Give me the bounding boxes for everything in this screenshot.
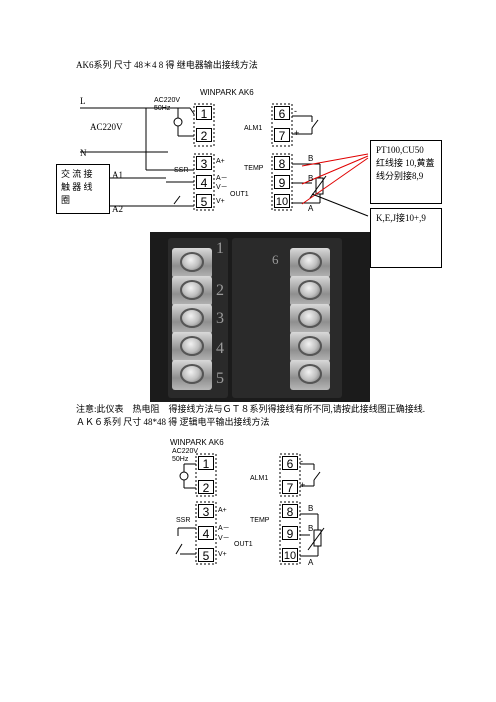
terminal-6: 6 — [274, 106, 290, 121]
screw-icon — [298, 336, 322, 356]
terminal-3: 3 — [198, 504, 214, 519]
terminal-2: 2 — [196, 128, 212, 143]
photo-number-4: 4 — [216, 340, 224, 357]
a-minus-label-2: A－ — [218, 525, 230, 532]
a-plus-label-2: A+ — [218, 507, 227, 514]
screw-icon — [298, 364, 322, 384]
brand-label-2: WINPARK AK6 — [170, 438, 224, 447]
terminal-5: 5 — [196, 194, 212, 209]
terminal-9: 9 — [282, 526, 298, 541]
a-plus-label: A+ — [216, 158, 225, 165]
contactor-coil-box: 交 流 接 触 器 线 圈 — [56, 164, 110, 214]
alm1-label-2: ALM1 — [250, 475, 269, 482]
line-l-label: L — [80, 96, 86, 106]
terminal-7: 7 — [282, 480, 298, 495]
v-minus-label: V－ — [216, 184, 228, 191]
v-minus-label-2: V－ — [218, 535, 230, 542]
a-label-2: A — [308, 558, 314, 567]
screw-icon — [180, 308, 204, 328]
terminal-10: 10 — [282, 548, 298, 562]
alm-plus: + — [294, 128, 300, 138]
b2-label-2: B — [308, 524, 314, 533]
out1-label-2: OUT1 — [234, 541, 253, 548]
photo-number-2: 2 — [216, 282, 224, 299]
terminal-9: 9 — [274, 175, 290, 190]
b2-label: B — [308, 174, 314, 183]
ssr-label-2: SSR — [176, 517, 191, 524]
alm-minus: - — [294, 106, 297, 116]
heading-relay-wiring: AK6系列 尺寸 48＊4 8 得 继电器输出接线方法 — [76, 60, 258, 70]
photo-number-6: 6 — [272, 252, 279, 267]
a1-label: A1 — [112, 170, 123, 180]
terminal-4: 4 — [198, 526, 214, 541]
line-n-label: N — [80, 148, 87, 158]
terminal-1: 1 — [198, 456, 214, 471]
terminal-3: 3 — [196, 156, 212, 171]
terminal-5: 5 — [198, 548, 214, 563]
alm1-label: ALM1 — [244, 125, 263, 132]
heading-logic-wiring: ＡＫ６系列 尺寸 48*48 得 逻辑电平输出接线方法 — [76, 417, 270, 427]
brand-label: WINPARK AK6 — [200, 88, 254, 97]
a-minus-label: A－ — [216, 175, 228, 182]
temp-label-2: TEMP — [250, 517, 270, 524]
relay-wiring-diagram: WINPARK AK6 AC220V 50Hz L AC220V N 交 流 接… — [50, 86, 390, 232]
wiring-note: 注意:此仪表 热电阻 得接线方法与ＧＴ８系列得接线有所不同,请按此接线图正确接线… — [76, 404, 426, 414]
terminal-8: 8 — [282, 504, 298, 519]
supply-label-2: AC220V 50Hz — [172, 448, 199, 463]
alm-minus-2: - — [300, 456, 303, 466]
photo-number-1: 1 — [216, 240, 224, 257]
relay-wiring-lines — [80, 103, 369, 217]
b1-label: B — [308, 154, 314, 163]
terminal-4: 4 — [196, 175, 212, 190]
screw-icon — [298, 280, 322, 300]
b1-label-2: B — [308, 504, 314, 513]
terminal-1: 1 — [196, 106, 212, 121]
screw-icon — [298, 252, 322, 272]
logic-wiring-lines — [175, 453, 325, 565]
temp-label: TEMP — [244, 165, 264, 172]
terminal-block-photo: 1 2 3 4 5 6 — [150, 232, 370, 402]
terminal-8: 8 — [274, 156, 290, 171]
ssr-label: SSR — [174, 167, 189, 174]
screw-icon — [180, 252, 204, 272]
alm-plus-2: + — [300, 480, 306, 490]
v-plus-label-2: V+ — [218, 551, 227, 558]
v-plus-label: V+ — [216, 198, 225, 205]
ac220v-label: AC220V — [90, 122, 123, 132]
terminal-2: 2 — [198, 480, 214, 495]
screw-icon — [298, 308, 322, 328]
screw-icon — [180, 364, 204, 384]
photo-number-3: 3 — [216, 310, 224, 327]
logic-wiring-diagram: WINPARK AK6 AC220V 50Hz 1 2 3 4 5 6 7 8 … — [150, 436, 350, 576]
photo-number-5: 5 — [216, 370, 224, 387]
out1-label: OUT1 — [230, 191, 249, 198]
screw-icon — [180, 336, 204, 356]
terminal-10: 10 — [274, 194, 290, 208]
supply-label: AC220V 50Hz — [154, 97, 181, 112]
a-label: A — [308, 204, 314, 213]
a2-label: A2 — [112, 204, 123, 214]
terminal-7: 7 — [274, 128, 290, 143]
kej-callout: K,E,J接10+,9 — [370, 208, 442, 268]
screw-icon — [180, 280, 204, 300]
terminal-6: 6 — [282, 456, 298, 471]
pt100-callout: PT100,CU50 红线接 10,黄蓋线分别接8,9 — [370, 140, 442, 204]
